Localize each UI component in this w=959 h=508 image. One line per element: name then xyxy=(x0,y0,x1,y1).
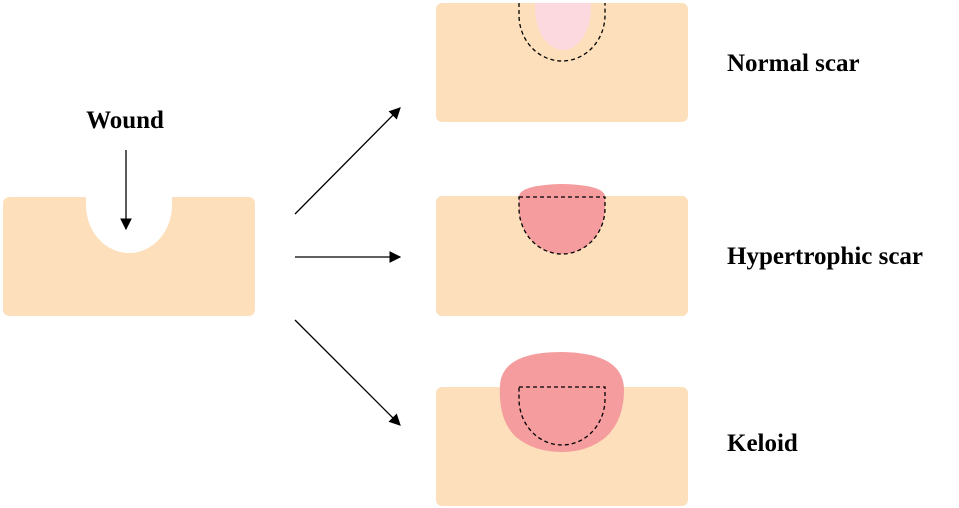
keloid-group: Keloid xyxy=(436,352,798,506)
hypertrophic-scar-wound-outline xyxy=(518,196,606,255)
arrow-to-normal-scar xyxy=(294,107,401,215)
keloid-wound-outline xyxy=(518,386,606,446)
keloid-tissue xyxy=(499,352,624,452)
normal-scar-group: Normal scar xyxy=(436,3,860,122)
normal-scar-tissue xyxy=(535,3,591,50)
hypertrophic-scar-tissue xyxy=(519,184,605,254)
wound-label: Wound xyxy=(86,107,164,134)
keloid-label: Keloid xyxy=(727,430,798,457)
normal-scar-wound-outline xyxy=(518,3,606,62)
hypertrophic-scar-group: Hypertrophic scar xyxy=(436,184,923,316)
normal-scar-label: Normal scar xyxy=(727,50,860,77)
wound-skin-block xyxy=(3,197,255,316)
arrow-to-keloid xyxy=(294,319,401,426)
normal-scar-skin-block xyxy=(436,3,688,122)
hypertrophic-scar-label: Hypertrophic scar xyxy=(727,243,923,270)
hypertrophic-scar-skin-block xyxy=(436,196,688,316)
wound-group: Wound xyxy=(3,107,255,316)
